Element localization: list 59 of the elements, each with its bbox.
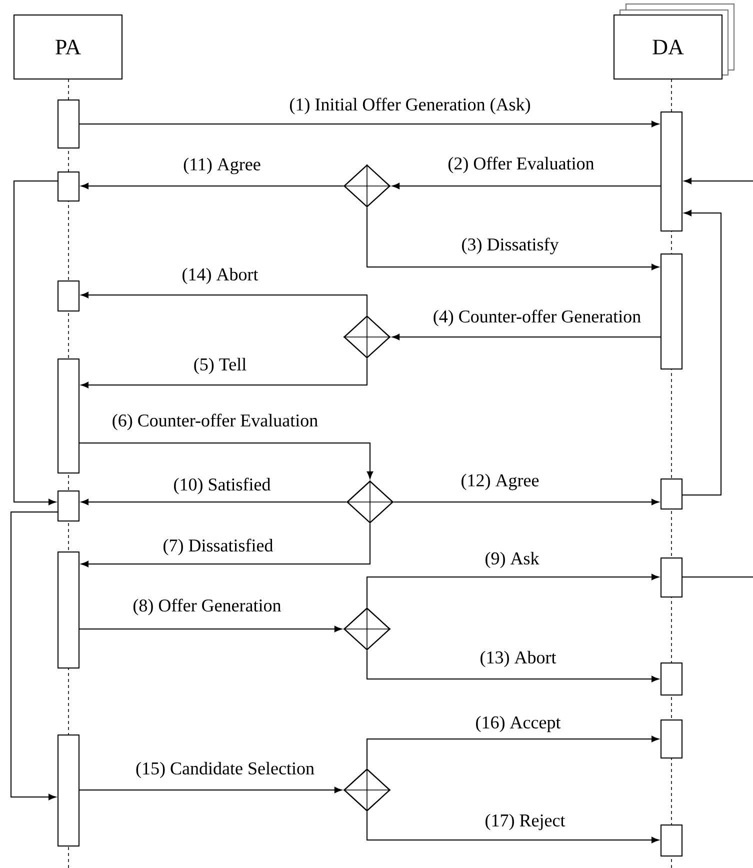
edge-label: (3) Dissatisfy xyxy=(462,238,559,254)
edge-label: (10) Satisfied xyxy=(174,478,271,494)
edge-label: (5) Tell xyxy=(194,358,246,374)
arrow xyxy=(682,210,722,496)
edge-label: (9) Ask xyxy=(486,552,540,568)
arrow xyxy=(79,442,374,479)
participant-box: DA xyxy=(614,4,734,80)
activation-bar xyxy=(58,172,80,202)
activation-bar xyxy=(660,558,682,598)
edge-label: (4) Counter-offer Generation xyxy=(434,310,641,326)
edge-label: (13) Abort xyxy=(480,650,556,668)
activation-bar xyxy=(58,734,80,846)
arrow xyxy=(684,178,753,184)
arrow xyxy=(366,650,659,682)
arrow xyxy=(392,182,661,190)
gateway-diamond xyxy=(343,607,391,651)
edge-label: (12) Agree xyxy=(462,474,539,490)
arrow xyxy=(393,498,659,506)
arrow xyxy=(81,523,370,568)
gateway-diamond xyxy=(343,164,391,208)
activation-bar xyxy=(58,490,80,522)
edge-label: (6) Counter-offer Evaluation xyxy=(112,414,318,430)
edge-label: (2) Offer Evaluation xyxy=(448,156,594,174)
activation-bar xyxy=(660,112,682,232)
participant-box: PA xyxy=(14,14,122,80)
arrow xyxy=(81,292,368,316)
edge-label: (11) Agree xyxy=(184,158,260,174)
edge-label: (16) Accept xyxy=(476,716,561,732)
activation-bar xyxy=(58,100,80,148)
activation-bar xyxy=(58,358,80,474)
edge-label: (8) Offer Generation xyxy=(133,598,282,616)
activation-bar xyxy=(660,662,682,696)
arrow xyxy=(79,626,342,632)
edge-label: (7) Dissatisfied xyxy=(164,538,274,556)
arrow xyxy=(366,811,659,844)
arrow xyxy=(79,786,342,794)
arrow xyxy=(366,574,659,608)
activation-bar xyxy=(660,720,682,758)
edge-label: (17) Reject xyxy=(486,814,566,830)
edge-label: (15) Candidate Selection xyxy=(136,762,314,778)
activation-bar xyxy=(58,552,80,668)
arrow xyxy=(79,120,659,128)
activation-bar xyxy=(660,478,682,510)
arrow xyxy=(81,182,344,190)
gateway-diamond xyxy=(343,768,391,812)
arrow xyxy=(10,512,58,800)
activation-bar xyxy=(660,254,682,370)
activation-bar xyxy=(58,280,80,312)
arrow xyxy=(81,358,368,388)
arrow xyxy=(366,736,659,769)
arrow xyxy=(81,498,347,506)
arrow xyxy=(366,207,659,270)
gateway-diamond xyxy=(346,480,394,524)
edge-label: (14) Abort xyxy=(182,268,258,284)
edge-label: (1) Initial Offer Generation (Ask) xyxy=(290,98,530,114)
arrow xyxy=(14,180,58,506)
gateway-diamond xyxy=(343,315,391,359)
activation-bar xyxy=(660,824,682,856)
arrow xyxy=(392,334,661,340)
